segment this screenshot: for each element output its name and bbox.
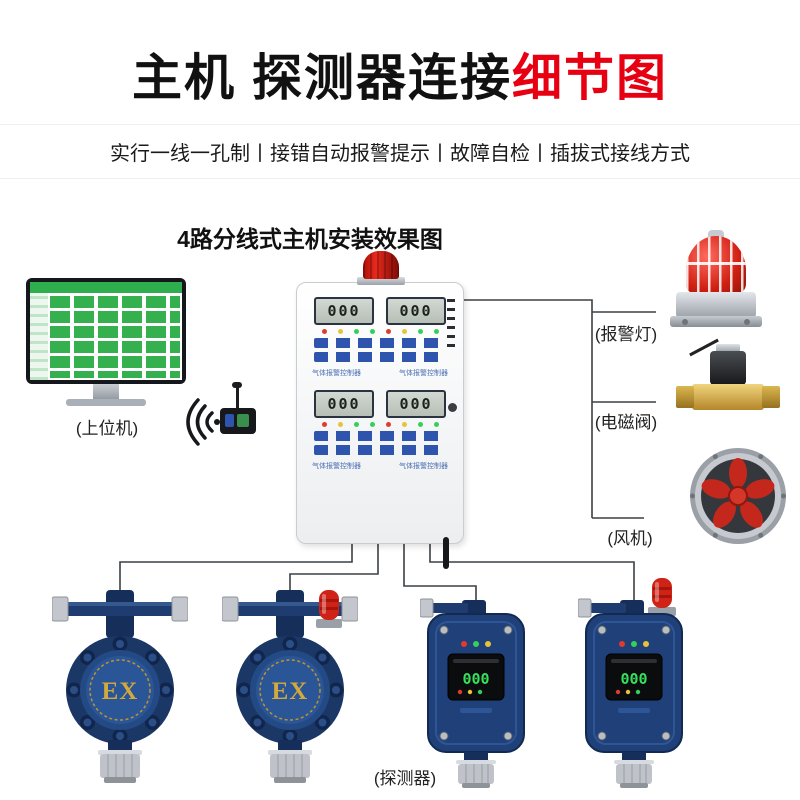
alarm-light-base xyxy=(676,292,756,318)
power-cord xyxy=(443,537,449,569)
page-title-accent: 细节图 xyxy=(511,50,668,106)
alarm-light-label: (报警灯) xyxy=(594,325,658,344)
monitor-screen xyxy=(30,282,182,380)
lcd-display: 000 xyxy=(314,390,374,418)
body-bolts xyxy=(597,625,671,741)
detector-screen xyxy=(605,653,663,701)
detector-display-2: 000 xyxy=(578,578,683,788)
panel-section-upper: 000 000 气体报警控制器 气体报警控制器 xyxy=(310,297,450,378)
screen-value: 000 xyxy=(620,670,647,688)
fan-bolts xyxy=(690,454,786,538)
button-grid xyxy=(314,445,446,455)
wifi-signal-icon xyxy=(186,398,220,446)
alarm-light xyxy=(664,230,768,332)
module-panel-blue xyxy=(225,414,234,427)
button-grid xyxy=(314,338,446,348)
flange-bolts xyxy=(66,636,174,744)
ex-marking: EX xyxy=(102,678,139,705)
detector-ex-2: EX xyxy=(222,590,358,783)
software-sidebar xyxy=(30,293,48,380)
screen-value: 000 xyxy=(462,670,489,688)
alarm-light-cage xyxy=(686,236,746,294)
lcd-display: 000 xyxy=(386,297,446,325)
host-label: (上位机) xyxy=(75,419,139,438)
lock-keyhole xyxy=(448,403,457,412)
detector-ex-1: EX xyxy=(52,590,188,783)
host-monitor xyxy=(26,278,186,384)
software-header-bar xyxy=(30,282,182,293)
valve-body xyxy=(692,384,764,410)
detector-label: (探测器) xyxy=(373,769,437,788)
page-subtitle: 实行一线一孔制丨接错自动报警提示丨故障自检丨插拔式接线方式 xyxy=(0,124,800,179)
bolt xyxy=(744,319,750,325)
flange-bolts xyxy=(236,636,344,744)
ex-marking: EX xyxy=(272,678,309,705)
panel-brand-label: 气体报警控制器 xyxy=(312,370,361,377)
software-channel-grid xyxy=(50,296,180,378)
led-indicators xyxy=(316,422,444,427)
axial-fan xyxy=(690,448,786,544)
vent-slots xyxy=(447,299,455,347)
panel-section-lower: 000 000 气体报警控制器 气体报警控制器 xyxy=(310,390,450,471)
sounder-beacon xyxy=(316,590,342,628)
panel-brand-label: 气体报警控制器 xyxy=(399,463,448,470)
alarm-light-flange xyxy=(670,316,762,327)
detector-screen xyxy=(447,653,505,701)
monitor-base xyxy=(66,399,146,406)
section-title: 4路分线式主机安装效果图 xyxy=(177,226,443,252)
body-bolts xyxy=(439,625,513,741)
button-grid xyxy=(314,352,446,362)
panel-brand-label: 气体报警控制器 xyxy=(312,463,361,470)
antenna-icon xyxy=(236,386,239,410)
button-grid xyxy=(314,431,446,441)
solenoid-valve xyxy=(676,338,780,428)
module-panel-green xyxy=(237,414,249,427)
panel-brand-label: 气体报警控制器 xyxy=(399,370,448,377)
sounder-beacon xyxy=(648,578,676,616)
bolt xyxy=(682,319,688,325)
control-panel: 000 000 气体报警控制器 气体报警控制器 000 000 xyxy=(296,251,464,569)
page-title-main: 主机 探测器连接 xyxy=(132,50,512,106)
valve-coil xyxy=(710,351,746,385)
fan-blades xyxy=(701,458,775,528)
detector-display-1: 000 xyxy=(420,598,525,788)
lcd-display: 000 xyxy=(314,297,374,325)
antenna-tip xyxy=(232,382,242,388)
valve-label: (电磁阀) xyxy=(594,413,658,432)
wireless-module xyxy=(220,382,260,436)
page-title: 主机 探测器连接细节图 xyxy=(0,38,800,110)
panel-beacon-base xyxy=(357,277,405,285)
led-indicators xyxy=(316,329,444,334)
panel-alarm-beacon xyxy=(363,251,399,279)
valve-hex-left xyxy=(676,386,694,408)
monitor-stand xyxy=(93,384,119,400)
valve-hex-right xyxy=(762,386,780,408)
fan-hub xyxy=(728,486,748,506)
valve-top-nut xyxy=(716,344,740,352)
alarm-light-knob xyxy=(708,230,724,240)
lcd-display: 000 xyxy=(386,390,446,418)
fan-label: (风机) xyxy=(607,529,653,548)
